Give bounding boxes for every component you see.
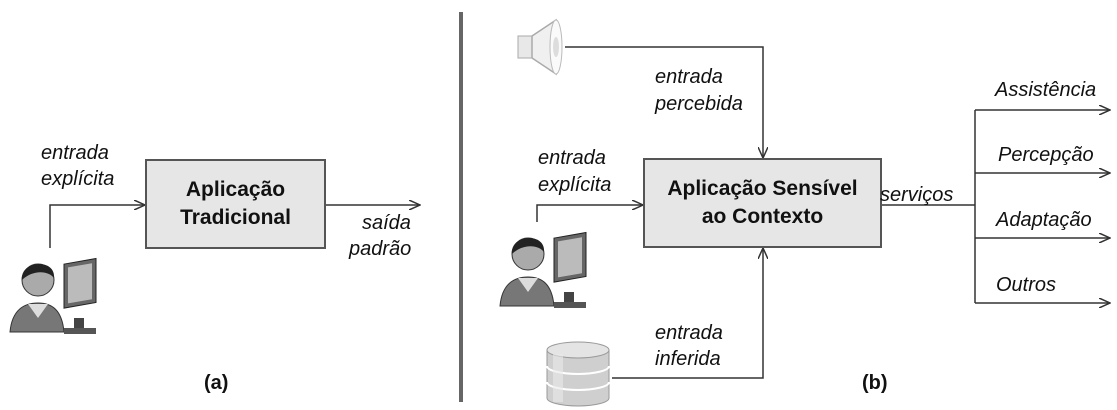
caption-a: (a)	[204, 372, 229, 394]
arrow-explicit-input-a	[49, 205, 145, 248]
standard-output-label-1: saída	[362, 212, 411, 234]
database-icon	[546, 341, 610, 407]
context-aware-app-box: Aplicação Sensível ao Contexto	[643, 158, 882, 248]
perceived-input-label-2: percebida	[655, 93, 743, 115]
standard-output-label-2: padrão	[349, 238, 412, 260]
traditional-app-box: Aplicação Tradicional	[145, 159, 326, 249]
inferred-input-label-1: entrada	[655, 322, 723, 344]
perceived-input-label-1: entrada	[655, 66, 723, 88]
output-assistance: Assistência	[995, 79, 1097, 101]
traditional-app-label-2: Tradicional	[180, 206, 291, 229]
arrow-explicit-input-b	[536, 205, 643, 222]
user-computer-icon	[499, 231, 587, 308]
inferred-input-label-2: inferida	[655, 348, 721, 370]
output-perception: Percepção	[998, 144, 1094, 166]
context-aware-app-label-2: ao Contexto	[701, 205, 824, 228]
arrow-inferred-input	[612, 248, 763, 379]
explicit-input-label-a2: explícita	[41, 168, 115, 190]
context-aware-app-label-1: Aplicação Sensível	[667, 177, 858, 200]
output-adaptation: Adaptação	[996, 209, 1092, 231]
caption-b: (b)	[862, 372, 888, 394]
explicit-input-label-b2: explícita	[538, 174, 612, 196]
explicit-input-label-a1: entrada	[41, 142, 109, 164]
output-others: Outros	[996, 274, 1057, 296]
speaker-icon	[517, 18, 563, 76]
services-label: serviços	[880, 184, 954, 206]
arrow-perceived-input	[565, 46, 763, 158]
traditional-app-label-1: Aplicação	[185, 178, 286, 201]
user-computer-icon	[9, 257, 97, 334]
explicit-input-label-b1: entrada	[538, 147, 606, 169]
